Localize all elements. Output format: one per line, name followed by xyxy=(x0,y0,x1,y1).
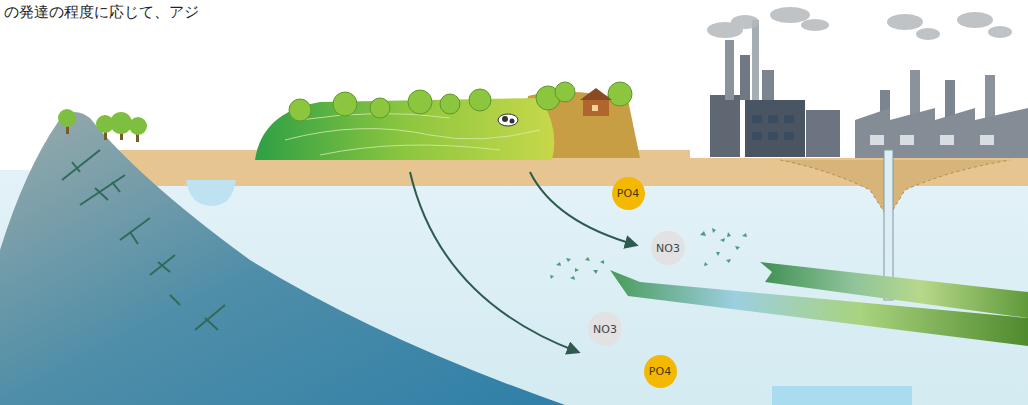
chemical-formula: NO3 xyxy=(656,243,680,254)
chemical-formula: NO3 xyxy=(593,324,617,335)
phosphate-circle: PO4 xyxy=(644,355,677,388)
chemical-formula: PO4 xyxy=(617,188,639,199)
caption-fragment: の発達の程度に応じて、アジ xyxy=(4,3,199,22)
chemical-formula: PO4 xyxy=(649,366,671,377)
nitrate-circle: NO3 xyxy=(588,312,622,346)
phosphate-circle: PO4 xyxy=(612,177,645,210)
nitrate-circle: NO3 xyxy=(651,231,685,265)
